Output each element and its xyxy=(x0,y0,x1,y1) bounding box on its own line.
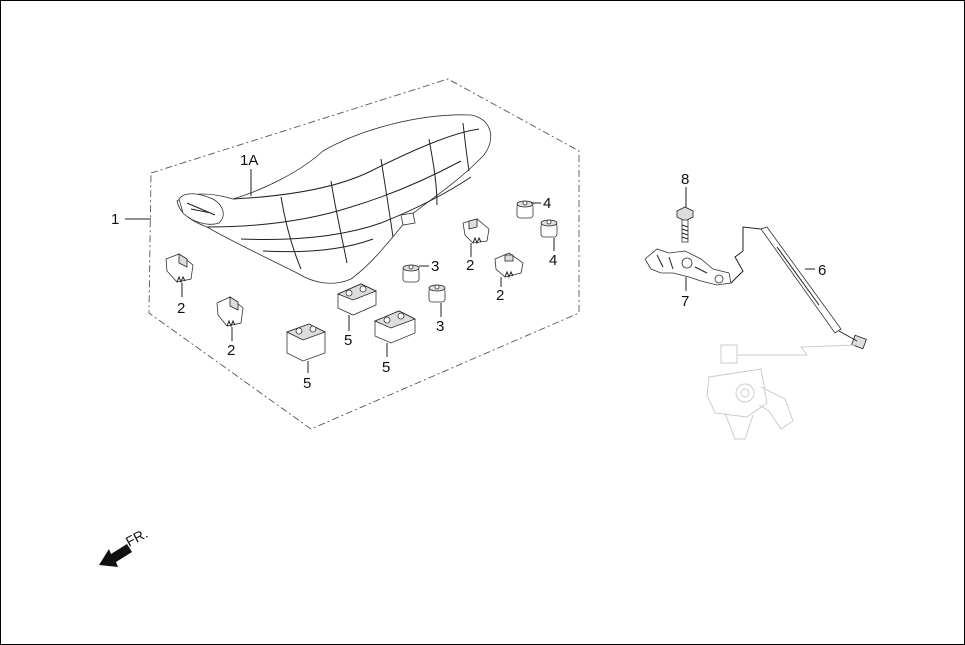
clip-bracket-part xyxy=(462,218,490,245)
callout-5: 5 xyxy=(303,375,311,392)
clip-bracket xyxy=(494,252,524,278)
seat-kit-boundary xyxy=(148,78,580,430)
callout-6: 6 xyxy=(818,262,826,279)
clip-bracket-teeth xyxy=(472,236,482,245)
callout-2: 2 xyxy=(496,287,504,304)
reference-lock-keyway xyxy=(740,388,750,398)
seat-panel-line xyxy=(232,128,480,200)
lock-bracket-pivot xyxy=(681,257,693,269)
seat-lock-cable-sheath xyxy=(776,246,820,306)
block-cushion-part xyxy=(336,283,378,316)
callout-4: 4 xyxy=(543,195,551,212)
seat-panel-line xyxy=(206,160,462,228)
flange-bolt-thread xyxy=(681,224,689,240)
seat-stitch-line xyxy=(280,196,302,270)
seat-lock-cable-part xyxy=(730,226,867,350)
lock-bracket-end xyxy=(714,274,724,284)
bushing-hole xyxy=(522,200,528,206)
reference-lock-mount xyxy=(724,412,754,440)
callout-5: 5 xyxy=(382,359,390,376)
callout-5: 5 xyxy=(344,332,352,349)
clip-bracket-part xyxy=(165,253,194,284)
block-cushion-hole xyxy=(397,312,405,320)
front-direction-indicator: FR. xyxy=(99,525,150,567)
bushing-part xyxy=(516,200,534,219)
clip-bracket-tab xyxy=(178,253,188,268)
callout-3: 3 xyxy=(431,258,439,275)
seat-lock-cable-end xyxy=(851,334,867,350)
rubber-damper-part xyxy=(428,284,446,303)
callout-3: 3 xyxy=(436,318,444,335)
seat-stitch-line xyxy=(428,138,438,206)
rubber-damper-part xyxy=(402,264,420,283)
rubber-damper-hole xyxy=(408,264,414,270)
block-cushion-part xyxy=(373,310,416,344)
reference-lock-assembly xyxy=(706,344,858,440)
callout-1: 1 xyxy=(111,211,119,228)
bushing-hole xyxy=(546,219,552,225)
flange-bolt-part xyxy=(676,206,694,243)
seat-stitch-line xyxy=(462,122,470,172)
clip-bracket-part xyxy=(494,252,524,279)
seat-lock-cable-wire xyxy=(838,330,858,342)
callout-2: 2 xyxy=(177,300,185,317)
block-cushion-top xyxy=(373,310,416,329)
seat-stitch-line xyxy=(262,238,374,253)
callout-4: 4 xyxy=(549,252,557,269)
reference-lock-body xyxy=(706,368,768,418)
clip-bracket-teeth xyxy=(226,319,236,328)
callout-8: 8 xyxy=(681,171,689,188)
block-cushion-part xyxy=(285,323,327,362)
front-arrow-icon xyxy=(99,544,132,567)
callout-1a: 1A xyxy=(240,152,258,169)
block-cushion-hole xyxy=(309,325,317,333)
clip-bracket-part xyxy=(216,296,244,328)
clip-bracket-tab xyxy=(504,254,514,262)
seat-hook-tab xyxy=(400,212,416,226)
reference-lock-link xyxy=(737,344,858,356)
clip-bracket-tab xyxy=(229,296,239,311)
leader-lines xyxy=(125,169,815,373)
callout-7: 7 xyxy=(681,293,689,310)
block-cushion-hole xyxy=(383,316,391,324)
seat-stitch-line xyxy=(330,180,348,264)
clip-bracket-tab xyxy=(468,218,478,230)
rubber-damper-hole xyxy=(434,284,440,290)
block-cushion-hole xyxy=(295,327,303,335)
reference-lock-arm xyxy=(758,386,794,430)
bushing-part xyxy=(540,219,558,238)
seat-lock-cable-link xyxy=(730,226,762,284)
seat-rear-detail xyxy=(186,202,216,216)
seat-panel-line xyxy=(240,176,472,240)
clip-bracket-teeth xyxy=(176,275,186,284)
seat-stitch-line xyxy=(380,158,394,238)
lock-bracket-detail xyxy=(656,254,708,274)
callout-2: 2 xyxy=(227,342,235,359)
reference-lock-housing xyxy=(720,344,738,364)
reference-lock-cylinder xyxy=(735,383,755,403)
seat-assembly xyxy=(176,114,491,284)
clip-bracket-teeth xyxy=(504,270,514,279)
block-cushion-hole xyxy=(359,285,367,293)
seat-lock-bracket-part xyxy=(644,248,732,286)
callout-2: 2 xyxy=(466,257,474,274)
block-cushion-hole xyxy=(345,289,353,297)
flange-bolt-head xyxy=(676,206,694,222)
